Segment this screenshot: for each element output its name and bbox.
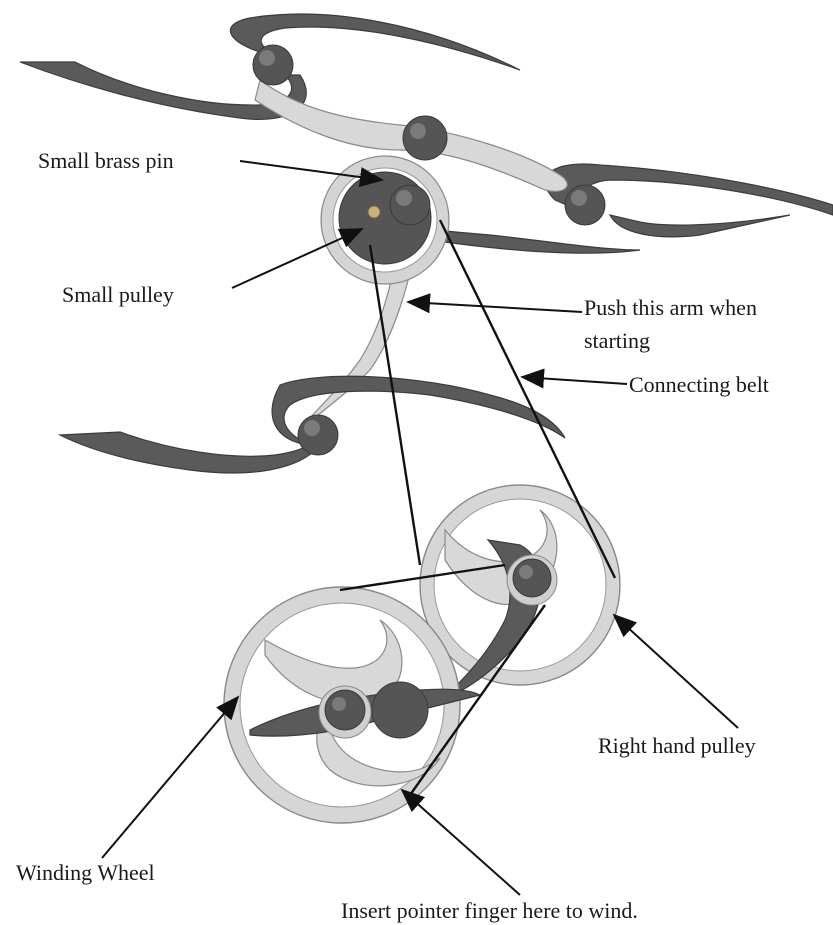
right-hand-pulley [419,484,621,701]
small-brass-pin [367,205,381,219]
upper-spiral-arm-top [229,13,521,71]
label-insert-finger: Insert pointer finger here to wind. [341,898,638,923]
label-small-brass-pin: Small brass pin [38,148,174,173]
label-small-pulley: Small pulley [62,282,174,307]
upper-spiral-arm-right [544,163,833,216]
callout-winding-wheel: Winding Wheel [16,695,240,885]
callout-connecting-belt: Connecting belt [520,368,769,397]
upper-pins [252,44,606,226]
lower-rotor-arm [57,375,566,474]
callout-small-brass-pin: Small brass pin [38,148,384,187]
callout-small-pulley: Small pulley [62,228,364,307]
callout-right-hand-pulley: Right hand pulley [598,613,756,758]
upper-spiral-arm-left [19,61,307,120]
callout-push-arm: Push this arm when starting [406,293,757,353]
label-push-arm-line2: starting [584,328,650,353]
label-push-arm-line1: Push this arm when [584,295,757,320]
connecting-belts [339,219,617,796]
lower-spiral-arm-left [57,429,321,474]
upper-spiral-arm-right-tail [608,214,791,238]
label-winding-wheel: Winding Wheel [16,860,155,885]
label-right-hand-pulley: Right hand pulley [598,733,756,758]
callout-insert-finger: Insert pointer finger here to wind. [341,788,638,923]
winding-wheel [223,586,482,824]
label-connecting-belt: Connecting belt [629,372,769,397]
upper-rotor [19,13,833,431]
